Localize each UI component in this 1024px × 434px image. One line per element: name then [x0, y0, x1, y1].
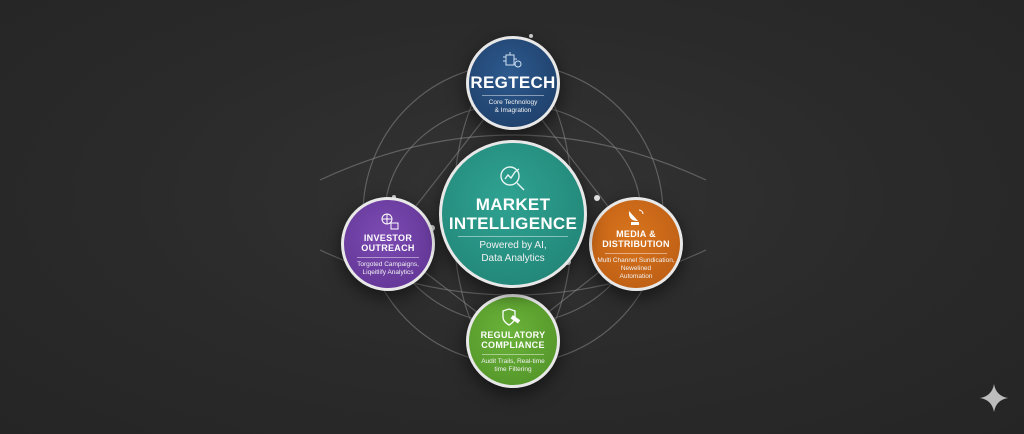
node-title: OUTREACH [361, 242, 415, 253]
center-title: MARKET [475, 194, 551, 214]
shield-gavel-icon [502, 308, 521, 326]
node-subtitle: Automation [619, 272, 653, 280]
node-title: REGULATORY [480, 329, 546, 340]
node-title: INVESTOR [363, 232, 413, 243]
center-title: INTELLIGENCE [448, 213, 578, 233]
divider [482, 95, 544, 97]
media-distribution-node[interactable]: MEDIA & DISTRIBUTION Multi Channel Sundi… [589, 197, 683, 291]
globe-network-icon [381, 213, 399, 230]
divider [357, 256, 419, 258]
node-subtitle: Audit Trails, Real-time [481, 357, 545, 365]
node-subtitle: Torgoted Campaigns, [357, 260, 419, 268]
node-subtitle: Multi Channel Sundication, [597, 256, 675, 264]
node-subtitle: Core Technology [488, 99, 538, 107]
node-title: COMPLIANCE [481, 339, 545, 350]
node-subtitle: & Imagration [494, 107, 532, 115]
node-title: DISTRIBUTION [602, 238, 670, 249]
node-subtitle: time Filtering [494, 365, 532, 373]
divider [458, 236, 568, 238]
node-subtitle: Newelined [620, 264, 652, 272]
node-title: REGTECH [470, 72, 556, 92]
circuit-gear-icon [503, 51, 522, 68]
node-title: MEDIA & [616, 228, 656, 239]
regtech-node[interactable]: REGTECH Core Technology & Imagration [466, 36, 560, 130]
divider [482, 353, 544, 355]
regulatory-compliance-node[interactable]: REGULATORY COMPLIANCE Audit Trails, Real… [466, 294, 560, 388]
divider [605, 252, 667, 254]
satellite-dish-icon [628, 209, 644, 225]
magnifier-chart-icon [500, 166, 525, 191]
node-subtitle: Liqeitlify Analytics [362, 268, 414, 276]
sparkle-icon [980, 384, 1008, 412]
market-intelligence-node[interactable]: MARKET INTELLIGENCE Powered by AI, Data … [439, 140, 587, 288]
investor-outreach-node[interactable]: INVESTOR OUTREACH Torgoted Campaigns, Li… [341, 197, 435, 291]
center-subtitle: Data Analytics [481, 252, 545, 264]
center-subtitle: Powered by AI, [479, 240, 547, 252]
